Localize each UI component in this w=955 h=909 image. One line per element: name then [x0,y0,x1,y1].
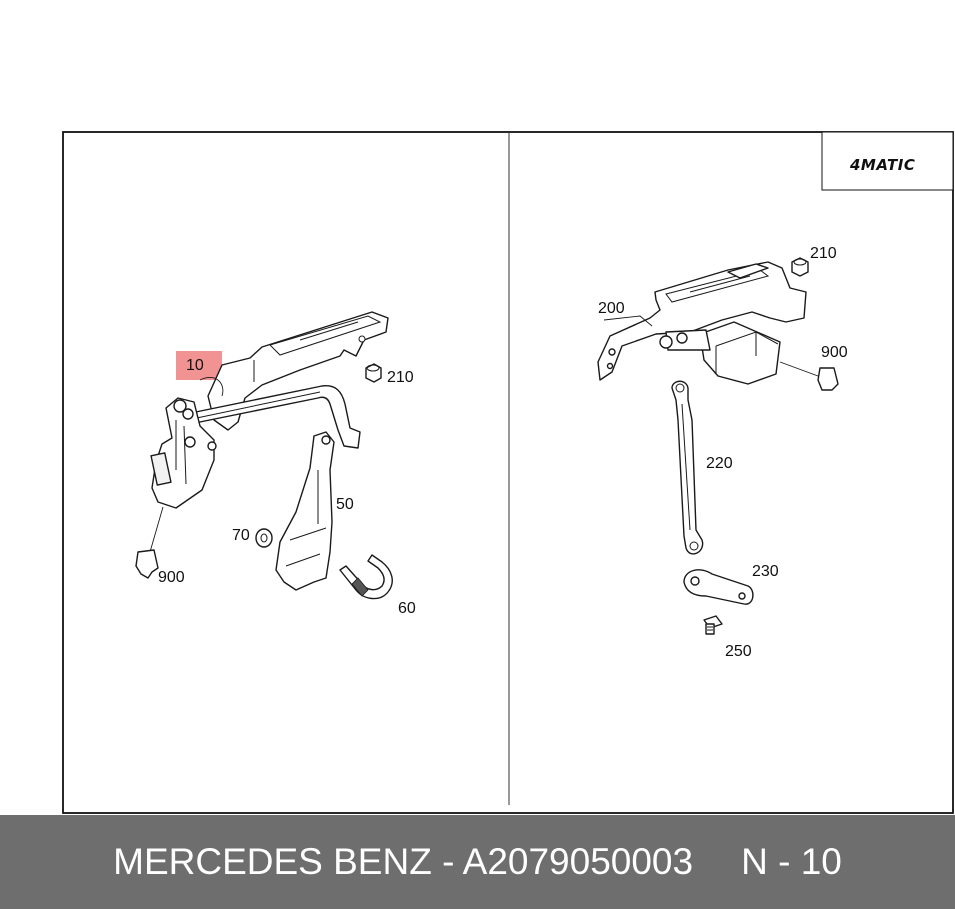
right-link-rod-220 [671,380,704,555]
left-ubolt-60 [339,554,393,600]
footer-bar: MERCEDES BENZ - A2079050003 N - 10 [0,815,955,909]
left-level-sensor [150,397,217,509]
footer-page-number: N - 10 [741,841,842,882]
callout-210-left: 210 [387,369,414,386]
left-washer-70 [255,528,273,548]
callout-210-right: 210 [810,245,837,262]
left-nut-210 [365,363,382,383]
badge-box [821,131,954,191]
callout-70: 70 [232,527,250,544]
right-bracket-200 [597,261,807,381]
left-bracket-50 [275,431,335,591]
right-bolt-250 [703,615,723,635]
footer-part-title: MERCEDES BENZ - A2079050003 [113,841,694,882]
right-level-sensor [659,321,781,385]
callout-250: 250 [725,643,752,660]
callout-900-left: 900 [158,569,185,586]
4matic-badge: 4MATIC [849,156,915,174]
callout-50: 50 [336,496,354,513]
left-linkage-rod [185,385,361,449]
right-nut-210 [791,257,809,277]
right-plate-230 [683,569,754,605]
right-connector-900 [779,361,839,391]
left-connector-900 [135,506,164,579]
callout-900-right: 900 [821,344,848,361]
callout-230: 230 [752,563,779,580]
callout-10: 10 [186,357,204,374]
callout-200: 200 [598,300,625,317]
callout-60: 60 [398,600,416,617]
callout-highlight-10 [176,351,222,380]
left-mounting-bracket [207,311,389,431]
diagram-frame [62,131,954,814]
callout-220: 220 [706,455,733,472]
parts-diagram: 4MATIC [62,131,954,814]
